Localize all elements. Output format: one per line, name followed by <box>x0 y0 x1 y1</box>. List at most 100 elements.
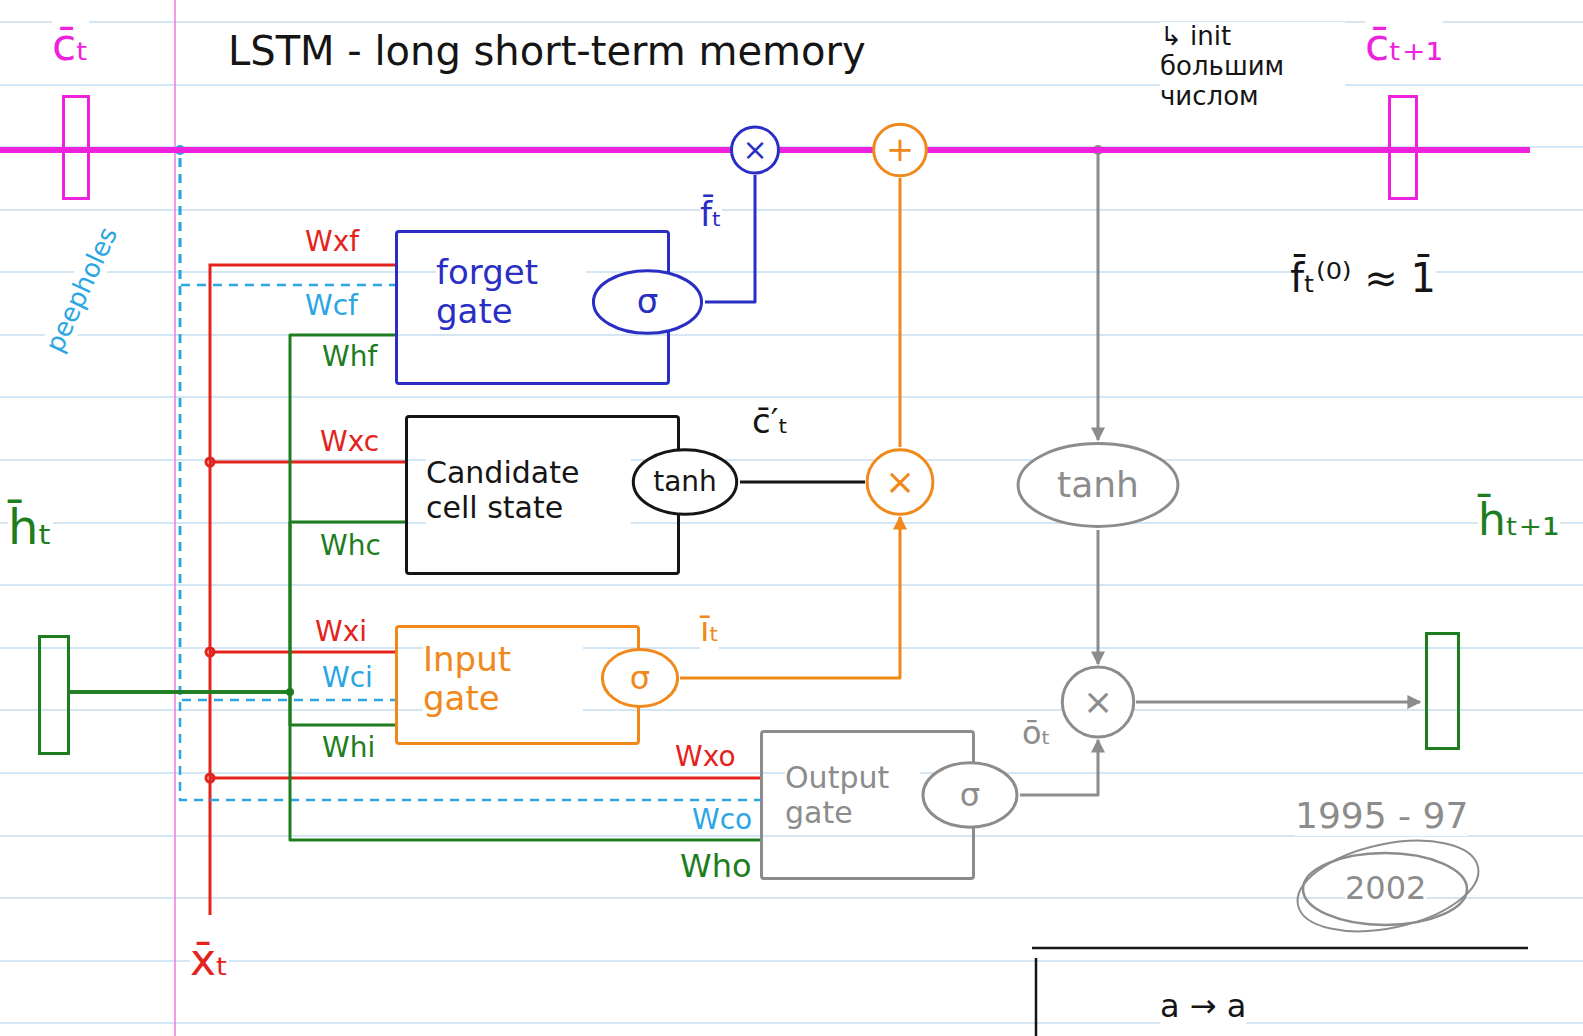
multiply-circle: × <box>865 447 935 517</box>
ruled-line <box>0 334 1583 335</box>
connector <box>70 522 405 692</box>
hidden-state-vector: h̄ₜ₊₁ <box>1420 495 1562 755</box>
note: a → a <box>1160 988 1246 1025</box>
box-title: forget gate <box>436 253 586 331</box>
note: f̄ₜ⁽⁰⁾ ≈ 1̄ <box>1290 255 1436 301</box>
operator-symbol: σ <box>637 282 659 321</box>
connector <box>928 150 1098 440</box>
signal-label: ōₜ <box>1022 715 1051 752</box>
ellipse-shape <box>1062 667 1133 737</box>
vector-bar <box>38 635 70 755</box>
connector <box>740 481 865 484</box>
annotation: peepholes <box>40 223 124 357</box>
tanh-ellipse: tanh <box>1013 440 1183 530</box>
weight-label: Wxc <box>320 428 379 456</box>
connector <box>108 147 730 153</box>
ellipse-shape <box>867 450 933 514</box>
ruled-line <box>0 709 1583 710</box>
input-wire <box>210 777 760 780</box>
sigmoid-ellipse: σ <box>600 647 680 709</box>
input-gate-box: Input gateσ <box>395 625 640 745</box>
signal-label: x̄ₜ <box>190 935 229 986</box>
connector <box>928 147 1365 153</box>
signal-label: f̄ₜ <box>700 195 722 234</box>
output-gate-box: Output gateσ <box>760 730 975 880</box>
forget-gate-box: forget gate σ <box>395 230 670 385</box>
diagram-title: LSTM - long short-term memory <box>228 28 866 74</box>
connector <box>780 147 872 153</box>
operator-symbol: × <box>742 133 767 168</box>
vector-name: c̄ₜ₊₁ <box>1365 20 1443 71</box>
cell-state-vector: c̄ₜ <box>52 20 108 205</box>
operator-symbol: × <box>885 461 915 502</box>
ellipse-shape <box>732 127 779 173</box>
note: 1995 - 97 <box>1295 795 1468 836</box>
weight-label: Who <box>680 850 752 882</box>
vector-bar <box>1388 95 1418 200</box>
ruled-line <box>0 584 1583 585</box>
ellipse-shape <box>874 124 927 176</box>
junction-dot <box>206 648 214 656</box>
connector <box>70 692 760 840</box>
frame-corner <box>1032 948 1528 1036</box>
sigmoid-ellipse: σ <box>920 760 1020 830</box>
operator-symbol: σ <box>630 660 650 697</box>
ruled-line <box>0 1022 1583 1023</box>
ellipse-shape <box>1018 444 1178 527</box>
ellipse-shape <box>602 649 677 706</box>
vector-bar <box>62 95 90 200</box>
hidden-state-vector: h̄ₜ <box>8 500 70 758</box>
ellipse-shape <box>923 763 1017 827</box>
connector <box>108 150 760 800</box>
ruled-line <box>0 647 1583 648</box>
ruled-line <box>0 459 1583 460</box>
connector <box>899 178 902 447</box>
vector-bar <box>1425 632 1460 750</box>
vector-name: c̄ₜ <box>52 20 89 71</box>
margin-line <box>174 0 176 1036</box>
add-circle: + <box>872 122 928 178</box>
circled-note <box>1289 826 1486 946</box>
input-wire <box>210 651 395 654</box>
cell-state-vector: c̄ₜ₊₁ <box>1365 20 1475 205</box>
junction-dot <box>206 458 214 466</box>
weight-label: Whc <box>320 532 381 560</box>
ruled-lines <box>0 22 1583 1023</box>
weight-label: Whf <box>322 343 377 371</box>
ruled-line <box>0 21 1583 22</box>
ruled-line <box>0 209 1583 210</box>
operator-symbol: tanh <box>653 466 717 498</box>
box-title: Candidate cell state <box>426 456 631 525</box>
note: ↳ init большим числом <box>1160 22 1345 112</box>
signal-label: c̄′ₜ <box>752 402 788 441</box>
weight-label: Whi <box>322 734 375 762</box>
operator-symbol: + <box>886 130 915 169</box>
operator-symbol: σ <box>960 777 980 814</box>
ruled-line <box>0 960 1583 961</box>
weight-label: Wcf <box>305 292 358 320</box>
box-title: Input gate <box>423 640 583 718</box>
box-title: Output gate <box>785 761 920 830</box>
multiply-circle: × <box>730 125 780 175</box>
ellipse-shape <box>593 271 701 334</box>
tanh-ellipse: tanh <box>630 447 740 517</box>
operator-symbol: tanh <box>1057 464 1139 505</box>
ruled-line <box>0 84 1583 85</box>
connector <box>680 517 900 678</box>
connector <box>1097 530 1100 664</box>
vector-name: h̄ₜ₊₁ <box>1478 495 1560 546</box>
connector <box>70 335 395 692</box>
weight-label: Wxo <box>675 743 736 771</box>
input-wire <box>210 461 405 464</box>
connector <box>1136 701 1420 704</box>
note: 2002 <box>1345 870 1426 907</box>
vector-name: h̄ₜ <box>8 500 53 555</box>
weight-label: Wxi <box>315 618 367 646</box>
connector <box>108 150 395 700</box>
junction-dot <box>206 774 214 782</box>
ellipse-shape <box>633 450 736 514</box>
weight-label: Wxf <box>305 228 359 256</box>
candidate-box: Candidate cell statetanh <box>405 415 680 575</box>
ruled-line <box>0 396 1583 397</box>
